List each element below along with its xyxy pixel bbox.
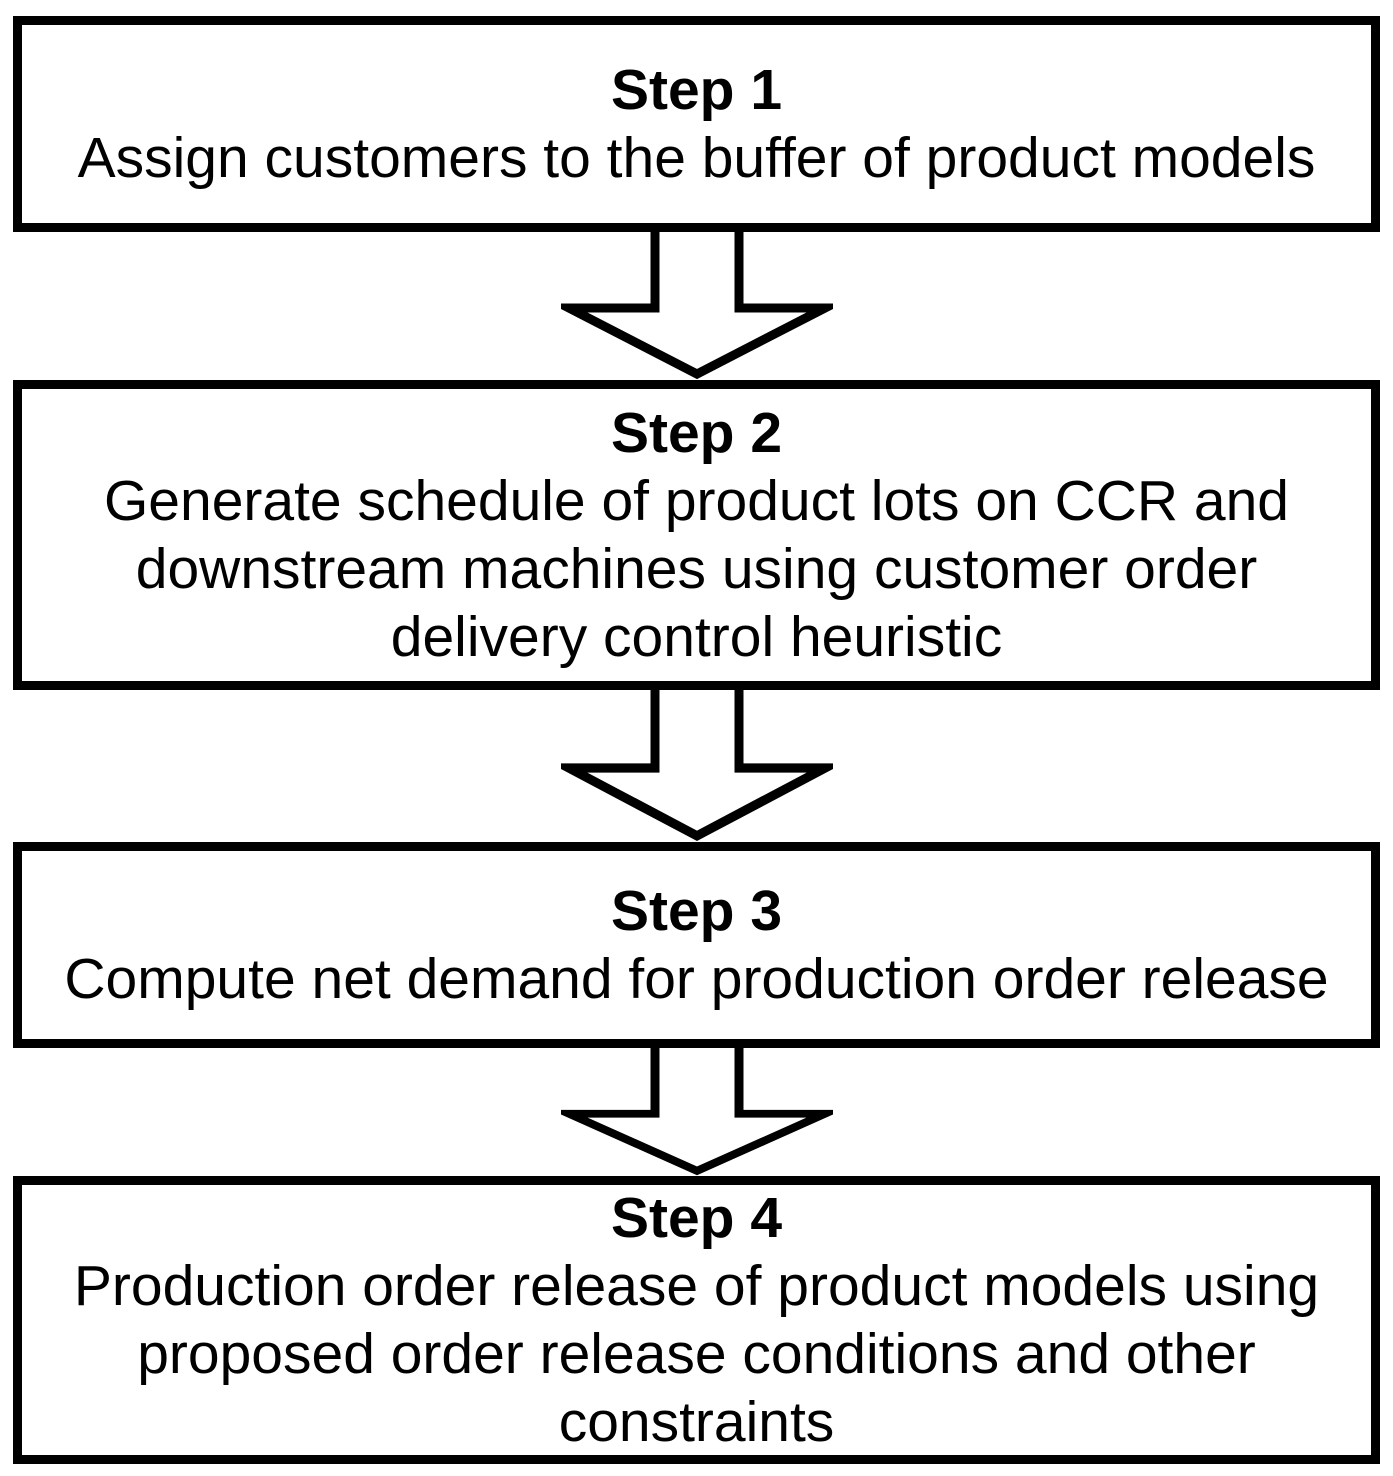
down-arrow-icon <box>560 232 833 380</box>
step-2-box: Step 2 Generate schedule of product lots… <box>13 380 1380 690</box>
step-3-box: Step 3 Compute net demand for production… <box>13 842 1380 1048</box>
step-1-title: Step 1 <box>610 58 783 122</box>
step-3-title: Step 3 <box>610 879 783 943</box>
step-4-description: Production order release of product mode… <box>73 1254 1320 1454</box>
step-4-title: Step 4 <box>610 1186 783 1250</box>
step-3-description: Compute net demand for production order … <box>64 947 1329 1011</box>
step-2-description: Generate schedule of product lots on CCR… <box>103 469 1290 669</box>
step-1-box: Step 1 Assign customers to the buffer of… <box>13 16 1380 232</box>
down-arrow-icon <box>560 690 833 842</box>
step-4-box: Step 4 Production order release of produ… <box>13 1176 1380 1464</box>
down-arrow-icon <box>560 1048 833 1176</box>
step-2-title: Step 2 <box>610 401 783 465</box>
step-1-description: Assign customers to the buffer of produc… <box>77 126 1316 190</box>
